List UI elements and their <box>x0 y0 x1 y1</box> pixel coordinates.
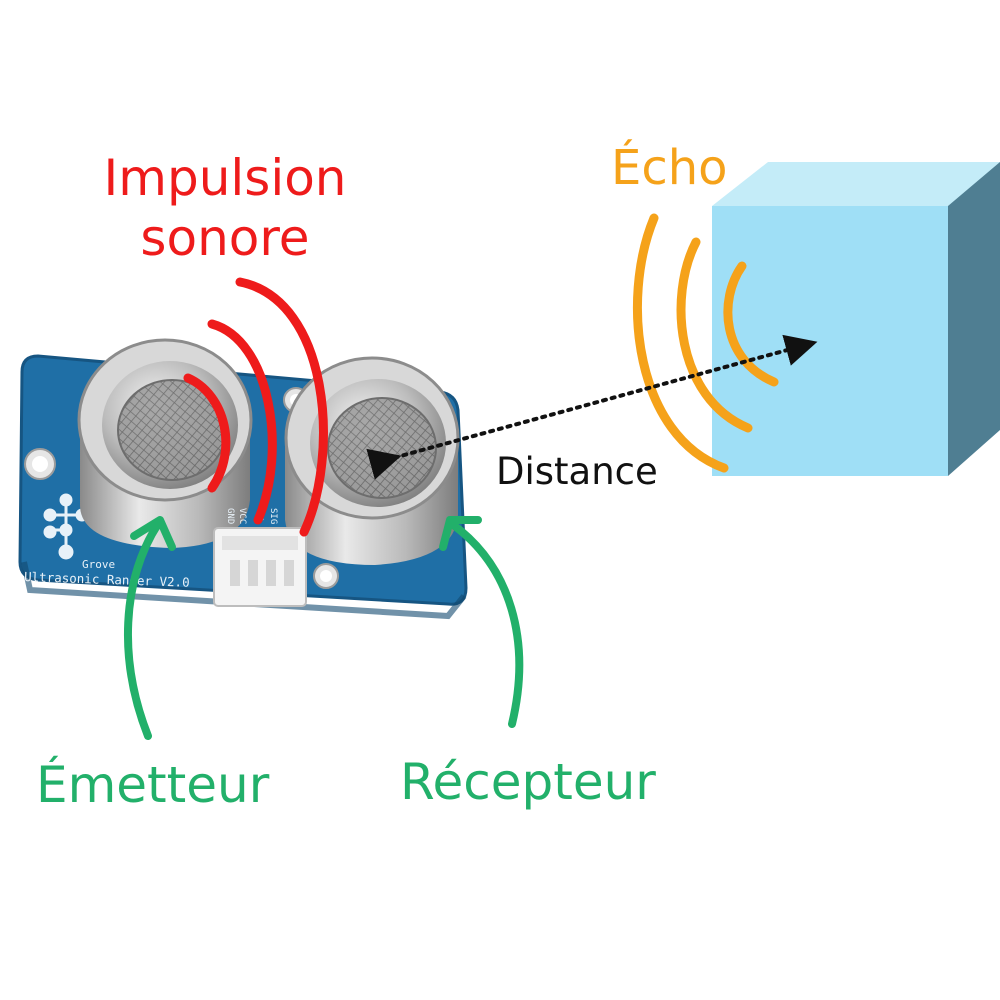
pulse-label-line2: sonore <box>140 209 310 267</box>
cube-front-face <box>712 206 948 476</box>
mounting-hole-bottom <box>313 563 339 589</box>
distance-label: Distance <box>496 450 658 493</box>
ultrasonic-sensor-board: GND VCC NC SIG Grove Ultrasonic Ranger V… <box>18 338 468 620</box>
board-brand: Grove <box>82 558 115 571</box>
receiver-callout-arrow <box>439 516 524 728</box>
pulse-label-line1: Impulsion <box>103 149 347 207</box>
emitter-callout-arrow <box>123 516 176 740</box>
obstacle-cube <box>712 162 1000 476</box>
pin-label-sig: SIG <box>268 508 278 524</box>
receiver-transducer <box>284 356 460 565</box>
pulse-arc-inner <box>183 373 231 493</box>
grove-connector <box>213 527 307 607</box>
cube-top-face <box>712 162 1000 206</box>
pulse-arc-middle <box>207 319 277 525</box>
mounting-hole-left <box>24 448 56 480</box>
pulse-waves <box>183 277 328 537</box>
emitter-label: Émetteur <box>36 756 270 814</box>
cube-right-face <box>948 162 1000 476</box>
emitter-transducer <box>77 338 253 548</box>
distance-arrow <box>366 334 818 480</box>
board-model: Ultrasonic Ranger V2.0 <box>24 569 190 590</box>
pulse-label: Impulsion sonore <box>60 148 390 268</box>
pulse-arc-outer <box>235 277 328 537</box>
pin-label-gnd: GND <box>225 508 235 524</box>
pin-label-vcc: VCC <box>237 508 247 524</box>
receiver-label: Récepteur <box>400 753 656 811</box>
echo-label: Écho <box>611 140 728 196</box>
